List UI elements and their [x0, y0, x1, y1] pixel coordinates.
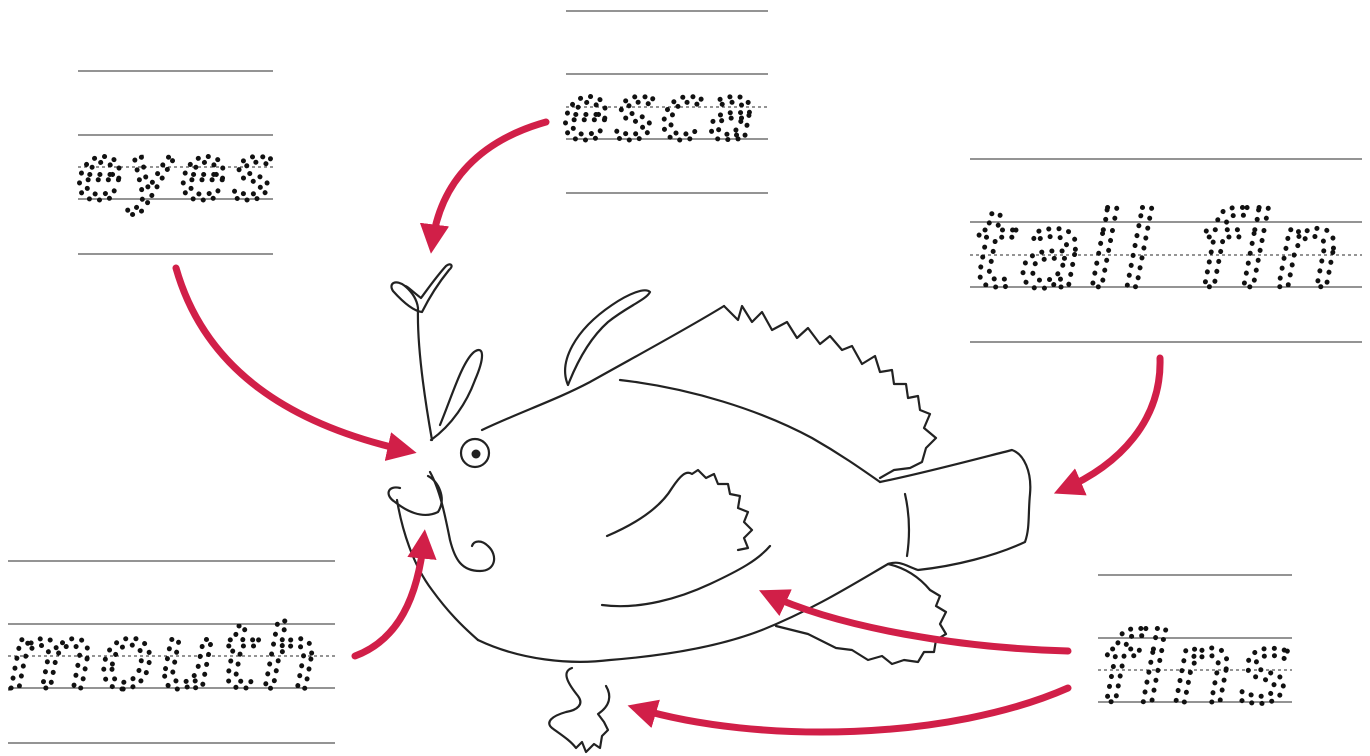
- arrow-fins-ventral: [636, 688, 1068, 732]
- belly-line: [602, 546, 770, 606]
- chin: [397, 500, 478, 640]
- tail-joint: [905, 494, 909, 556]
- mouth-label: mouth: [8, 606, 324, 709]
- arrow-fins-pectoral: [767, 594, 1068, 651]
- esca-label-box: esca: [562, 11, 768, 193]
- arrow-eyes: [176, 268, 408, 451]
- dorsal-spine: [565, 290, 650, 385]
- mouth-label-box: mouth: [8, 561, 335, 743]
- ventral-fin: [549, 668, 609, 752]
- tail-fin-label: tail fin: [972, 190, 1347, 312]
- esca-label: esca: [562, 68, 761, 157]
- dorsal-fin: [724, 306, 936, 478]
- anglerfish-drawing: [389, 264, 1031, 752]
- tail-fin-label-box: tail fin: [970, 159, 1362, 342]
- fins-label-box: fins: [1098, 575, 1295, 725]
- pupil: [472, 450, 481, 459]
- body-upper: [620, 380, 880, 482]
- arrow-esca: [432, 122, 546, 245]
- illicium: [405, 286, 432, 440]
- esca-lure: [391, 264, 451, 312]
- eyes-label-box: eyes: [76, 71, 278, 254]
- fins-label: fins: [1100, 613, 1295, 725]
- pectoral-fin: [607, 470, 752, 550]
- arrow-tail-fin: [1062, 358, 1160, 490]
- eyes-label: eyes: [76, 128, 278, 217]
- back-line: [482, 306, 724, 430]
- head-spine: [431, 350, 482, 440]
